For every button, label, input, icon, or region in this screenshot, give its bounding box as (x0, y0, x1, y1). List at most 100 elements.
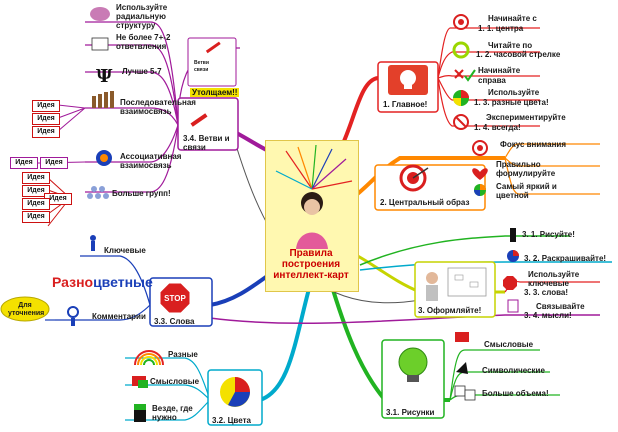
drawings-node-label: 3.1. Рисунки (386, 408, 435, 417)
colors-item-needed: нужно (152, 413, 177, 422)
words-item-comments: Комментарии (92, 312, 146, 321)
branch-main (338, 76, 438, 151)
drawings-item-meaning: Смысловые (484, 340, 534, 349)
links-item-sequential: Последовательная (120, 98, 196, 107)
color-ball-icon (474, 184, 486, 196)
words-subbranches (45, 255, 151, 321)
colors-subbranches (125, 357, 211, 421)
color-pie-icon (453, 90, 469, 106)
colors-item-meaning: Смысловые (150, 377, 200, 386)
main-item-start-center: Начинайте с (488, 14, 537, 23)
key-figure-icon (90, 235, 96, 251)
brain-icon (90, 7, 110, 21)
draw-icon (510, 228, 516, 242)
pie-chart-icon (220, 377, 250, 407)
links-item-assoc-relation: взаимосвязь (120, 161, 172, 170)
main-item-start: Начинайте (478, 66, 521, 75)
lightbulb-idea-icon (400, 70, 416, 89)
rainbow-icon (134, 350, 164, 366)
links-item-more-groups: Больше групп! (112, 189, 171, 198)
idea-box: Идея (22, 185, 50, 197)
association-icon (96, 150, 112, 166)
main-item-1-3: 1. 3. разные цвета! (474, 98, 549, 107)
pencil-icon (190, 113, 208, 127)
central-image-label: 2. Центральный образ (380, 198, 470, 207)
links-thicken-branches: Ветви (194, 60, 209, 66)
green-bulb-icon (398, 347, 428, 382)
design-item-link: Связывайте (536, 302, 585, 311)
branch-colors (210, 284, 312, 402)
symbolic-icon (456, 362, 468, 374)
links-item-branches: ответвления (116, 42, 167, 51)
central-image-item-brightest: Самый яркий и (496, 182, 557, 191)
small-stop-icon (503, 276, 517, 290)
small-dartboard-icon (453, 14, 469, 30)
main-item-right: справа (478, 76, 506, 85)
central-image-item-colorful: цветной (496, 191, 529, 200)
razno-part-b: цветные (93, 274, 153, 290)
groups-icon (87, 186, 109, 199)
words-item-key: Ключевые (104, 246, 146, 255)
heart-icon (472, 168, 488, 180)
links-item-best: Лучше 5-7 (122, 67, 162, 76)
idea-box: Идея (32, 100, 60, 112)
colors-item-different: Разные (168, 350, 198, 359)
main-item-1-4: 1. 4. всегда! (474, 123, 521, 132)
idea-box: Идея (22, 198, 50, 210)
dice-icon (454, 385, 476, 401)
meaning-drawing-icon (455, 332, 469, 342)
main-item-experiment: Экспериментируйте (486, 113, 566, 122)
central-image-subbranches (504, 143, 600, 195)
design-item-3-4: 3. 4. мысли! (524, 311, 572, 320)
words-node-label: 3.3. Слова (154, 317, 195, 326)
comment-figure-icon (67, 306, 79, 326)
whiteboard-icon (447, 267, 487, 297)
links-item-max: Не более 7+-2 (116, 33, 171, 42)
drawings-item-symbolic: Символические (482, 366, 545, 375)
main-item-1-2: 1. 2. часовой стрелке (476, 50, 561, 59)
words-item-clarify: Для уточнения (8, 302, 45, 317)
focus-dartboard-icon (472, 140, 488, 156)
clarify-ellipse (0, 296, 50, 322)
link-ideas-icon (507, 299, 519, 313)
colors-node-label: 3.2. Цвета (212, 416, 251, 425)
central-image-item-formulate: формулируйте (496, 169, 556, 178)
main-item-use: Используйте (488, 88, 540, 97)
razno-part-a: Разно (52, 274, 94, 290)
idea-box: Идея (32, 126, 60, 138)
design-node-label: 3. Оформляйте! (418, 306, 482, 315)
center-node (265, 140, 359, 292)
design-item-key: ключевые (528, 279, 570, 288)
main-item-1-1: 1. 1. центра (478, 24, 524, 33)
thinking-girl-icon (275, 144, 353, 249)
colorful-icon (507, 250, 519, 262)
main-item-read-clockwise: Читайте по (488, 41, 533, 50)
central-image-item-correct: Правильно (496, 160, 541, 169)
thicken-box (187, 37, 237, 87)
links-thicken-links: связи (194, 67, 209, 73)
psi-icon: Ψ (96, 66, 113, 87)
links-item-radial: радиальную (116, 12, 166, 21)
dartboard-icon (399, 164, 429, 192)
evolution-icon (92, 91, 114, 108)
clockwise-ring-icon (452, 41, 470, 59)
design-item-paint: 3. 2. Раскрашивайте! (524, 254, 607, 263)
main-subbranches (437, 27, 540, 127)
links-item-associative: Ассоциативная (120, 152, 182, 161)
stop-sign-label: STOP (164, 294, 186, 303)
idea-box: Идея (10, 157, 38, 169)
design-item-use: Используйте (528, 270, 580, 279)
presenter-icon (426, 272, 438, 284)
words-multicolor-title: Разноцветные (52, 274, 153, 290)
idea-box: Идея (22, 211, 50, 223)
center-title: Правила построения интеллект-карт (273, 248, 349, 281)
links-item-thicken: Утолщаем!! (190, 88, 240, 97)
central-image-item-focus: Фокус внимания (500, 140, 566, 149)
stop-sign-icon (159, 282, 191, 314)
idea-box: Идея (32, 113, 60, 125)
drawings-item-volume: Больше объема! (482, 389, 549, 398)
design-item-3-3: 3. 3. слова! (524, 288, 569, 297)
idea-box: Идея (40, 157, 68, 169)
colors-item-everywhere: Везде, где (152, 404, 193, 413)
thicken-pencil-icon (205, 41, 221, 54)
